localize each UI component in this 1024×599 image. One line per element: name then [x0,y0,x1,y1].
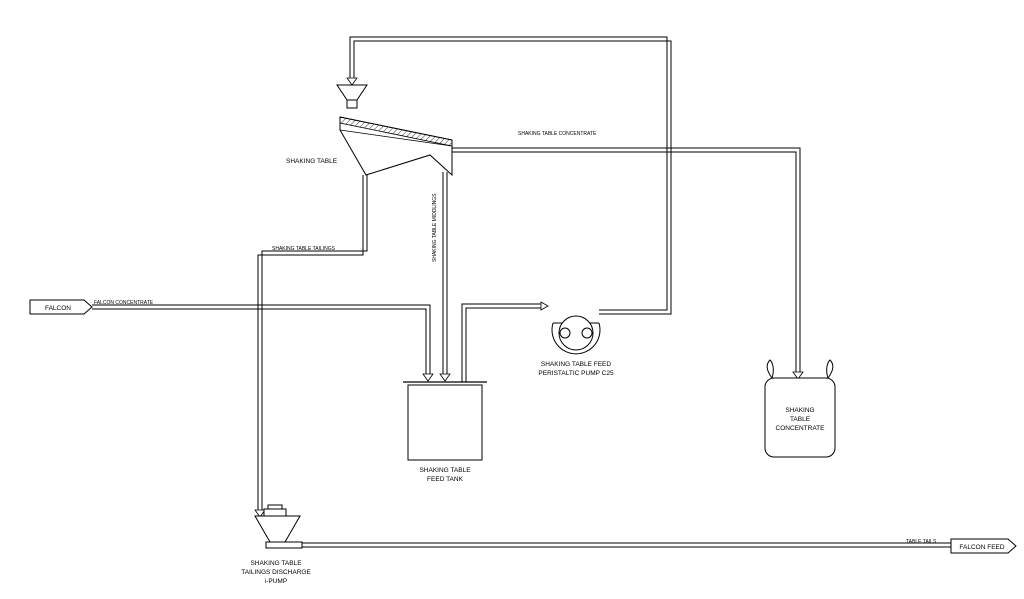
concentrate-stream-label: SHAKING TABLE CONCENTRATE [518,131,597,137]
feed-hopper [336,84,368,109]
table-tails-stream-label: TABLE TAILS [906,539,937,545]
shaking-table[interactable] [339,116,453,177]
ipump-label-line2: TAILINGS DISCHARGE [241,569,311,576]
middlings-pipe [439,172,451,382]
concentrate-arrow [792,371,804,380]
peristaltic-pump[interactable] [551,315,601,355]
bag-label-line3: CONCENTRATE [776,425,826,432]
ipump-label-line1: SHAKING TABLE [250,560,302,567]
feed-tank[interactable] [403,381,487,461]
feed-tank-label-line2: FEED TANK [427,476,464,483]
falcon-feed-connector-label: FALCON FEED [959,544,1004,551]
feed-tank-label-line1: SHAKING TABLE [419,467,471,474]
middlings-arrow [439,373,451,382]
hopper-arrow [346,77,358,86]
table-tails-pipe [302,542,951,548]
tailings-arrow [254,509,266,518]
tailings-i-pump[interactable] [254,504,303,549]
falcon-feed-connector[interactable]: FALCON FEED [950,538,1017,554]
falcon-connector-label: FALCON [45,305,71,312]
pump-inlet-arrow [540,301,549,311]
falcon-concentrate-pipe [92,304,434,382]
ipump-label-line3: i-PUMP [265,578,287,585]
bag-handle-left [766,359,774,379]
falcon-connector[interactable]: FALCON [29,299,93,315]
pump-label-line1: SHAKING TABLE FEED [541,361,612,368]
bag-handle-right [826,359,834,379]
bag-label-line2: TABLE [790,416,811,423]
bag-label-line1: SHAKING [785,407,814,414]
falcon-concentrate-arrow [422,373,434,382]
concentrate-bag[interactable] [764,359,836,458]
middlings-stream-label: SHAKING TABLE MIDDLINGS [432,193,438,262]
tailings-stream-label: SHAKING TABLE TAILINGS [272,246,336,252]
tank-to-pump-pipe [461,301,549,382]
concentrate-pipe [452,147,804,380]
feed-recycle-pipe [346,36,672,315]
shaking-table-label: SHAKING TABLE [286,158,338,165]
falcon-concentrate-stream-label: FALCON CONCENTRATE [94,300,154,306]
pump-label-line2: PERISTALTIC PUMP C25 [538,370,614,377]
tailings-pipe [254,175,368,518]
